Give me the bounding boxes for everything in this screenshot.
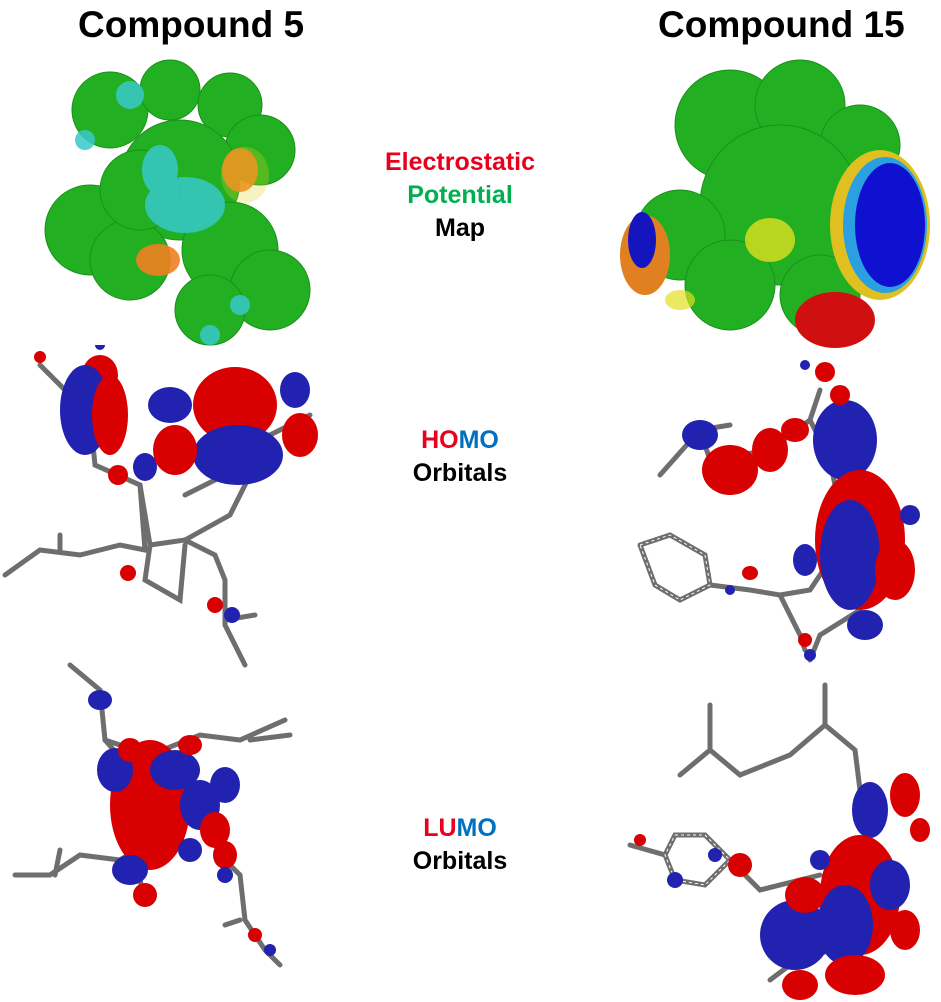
label-homo: HOMO Orbitals bbox=[330, 424, 590, 490]
column-title-compound-5: Compound 5 bbox=[78, 4, 305, 45]
lumo-orbitals-compound-15 bbox=[627, 682, 930, 1000]
homo-orbitals-compound-5 bbox=[2, 345, 318, 668]
label-esp: Electrostatic Potential Map bbox=[330, 146, 590, 245]
label-lumo-mo: MO bbox=[456, 814, 497, 842]
esp-map-compound-5 bbox=[44, 59, 311, 346]
label-lumo-line1: LUMO bbox=[330, 812, 590, 845]
lumo-orbitals-compound-5 bbox=[12, 662, 293, 968]
label-homo-mo: MO bbox=[458, 426, 499, 454]
column-title-compound-15: Compound 15 bbox=[658, 4, 905, 45]
label-lumo-line2: Orbitals bbox=[412, 847, 508, 875]
label-homo-ho: HO bbox=[421, 426, 459, 454]
label-homo-line2: Orbitals bbox=[412, 459, 508, 487]
label-homo-line1: HOMO bbox=[330, 424, 590, 457]
label-esp-line2: Potential bbox=[407, 181, 513, 209]
label-esp-line1: Electrostatic bbox=[384, 148, 536, 176]
label-esp-line3: Map bbox=[435, 214, 485, 242]
label-lumo-lu: LU bbox=[423, 814, 457, 842]
homo-orbitals-compound-15 bbox=[637, 360, 920, 663]
label-lumo: LUMO Orbitals bbox=[330, 812, 590, 878]
esp-map-compound-15 bbox=[620, 59, 930, 348]
